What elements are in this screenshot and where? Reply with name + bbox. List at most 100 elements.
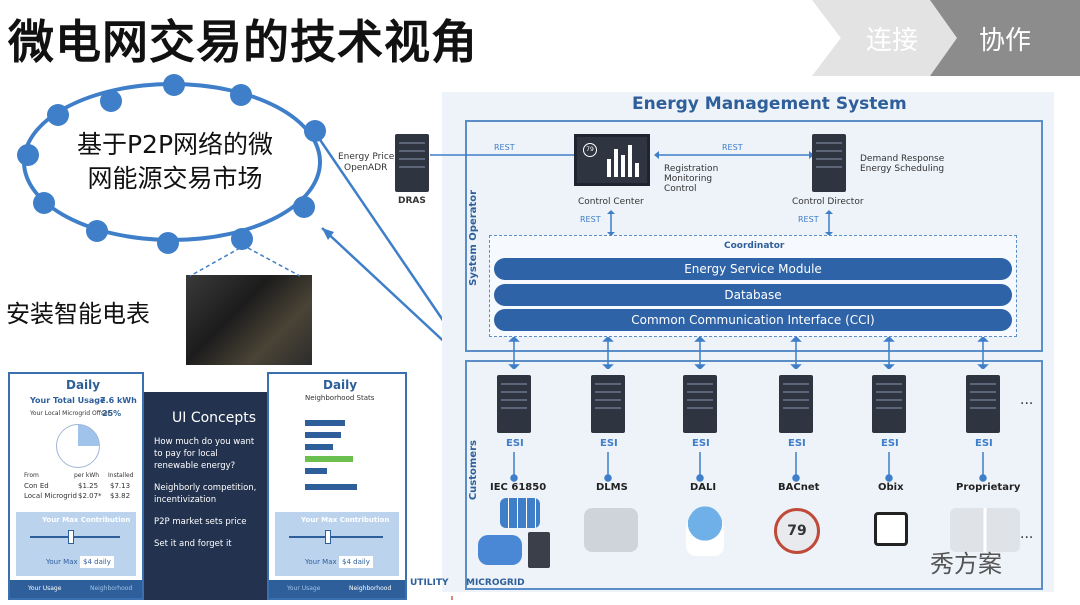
- panel-tabbar: Your Usage Neighborhood: [10, 580, 142, 598]
- esi-label: ESI: [506, 438, 524, 449]
- network-node: [157, 232, 179, 254]
- utility-label: UTILITY: [410, 578, 449, 588]
- network-node: [86, 220, 108, 242]
- ui-concepts-panel: [144, 392, 268, 600]
- network-node: [100, 90, 122, 112]
- esi-server-icon: [497, 375, 531, 433]
- p2p-label-line1: 基于P2P网络的微: [76, 130, 274, 159]
- esi-server-icon: [683, 375, 717, 433]
- control-director-server-icon: [812, 134, 846, 192]
- contribution-box: Your Max Contribution Your Max $4 daily: [275, 512, 399, 576]
- offset-pie-chart: [56, 424, 100, 468]
- panel-title: Daily: [323, 378, 358, 392]
- stat-bar: [305, 432, 341, 438]
- control-center-monitor-icon: 79: [574, 134, 650, 186]
- protocol-label: Obix: [878, 482, 904, 493]
- rest-label: REST: [580, 215, 601, 224]
- concept-line: Set it and forget it: [154, 539, 232, 549]
- contribution-slider[interactable]: [289, 536, 383, 538]
- protocol-label: DLMS: [596, 482, 628, 493]
- washer-dryer-icon: [950, 508, 1020, 552]
- concept-line: How much do you want to pay for local re…: [154, 437, 255, 471]
- stat-bar: [305, 444, 333, 450]
- tab-your-usage[interactable]: Your Usage: [28, 585, 62, 592]
- nav-step-collaborate[interactable]: 协作: [930, 0, 1080, 76]
- stat-bar: [305, 420, 345, 426]
- esi-label: ESI: [881, 438, 899, 449]
- protocol-label: BACnet: [778, 482, 820, 493]
- table-cell: $1.25: [78, 482, 99, 490]
- table-header: per kWh: [74, 472, 100, 479]
- page-title: 微电网交易的技术视角: [8, 15, 478, 69]
- p2p-market-label: 基于P2P网络的微 网能源交易市场: [55, 128, 295, 196]
- esi-label: ESI: [692, 438, 710, 449]
- control-center-note: Registration: [664, 164, 719, 174]
- dras-note: Energy Price: [338, 152, 395, 162]
- coordinator-label: Coordinator: [724, 241, 785, 251]
- panel-tabbar: Your Usage Neighborhood: [269, 580, 405, 598]
- rest-label: REST: [494, 143, 515, 152]
- control-center-note: Control: [664, 184, 697, 194]
- network-node: [47, 104, 69, 126]
- database-bar: Database: [494, 284, 1012, 306]
- esi-label: ESI: [600, 438, 618, 449]
- contribution-box: Your Max Contribution Your Max $4 daily: [16, 512, 136, 576]
- network-node: [17, 144, 39, 166]
- slider-handle[interactable]: [68, 530, 74, 544]
- network-node: [163, 74, 185, 96]
- stat-bar: [305, 484, 357, 490]
- battery-rack-icon: [528, 532, 550, 568]
- daily-usage-panel: Daily Your Total Usage 7.6 kWh Your Loca…: [8, 372, 144, 600]
- usage-label: Your Total Usage: [30, 396, 106, 405]
- panel-title: Daily: [66, 378, 101, 392]
- contribution-label: Your Max Contribution: [301, 516, 390, 524]
- system-operator-box: [465, 120, 1043, 352]
- rest-arrow: [825, 210, 833, 236]
- control-director-note: Demand Response: [860, 154, 945, 164]
- rest-arrow: [607, 210, 615, 236]
- contribution-slider[interactable]: [30, 536, 120, 538]
- esi-server-icon: [591, 375, 625, 433]
- rest-label: REST: [722, 143, 743, 152]
- solar-panel-icon: [500, 498, 540, 528]
- network-node: [231, 228, 253, 250]
- table-header: Installed: [108, 472, 134, 479]
- dashed-link: [189, 247, 241, 277]
- slider-handle[interactable]: [325, 530, 331, 544]
- usage-value: 7.6 kWh: [100, 396, 137, 405]
- protocol-label: Proprietary: [956, 482, 1021, 493]
- control-director-note: Energy Scheduling: [860, 164, 945, 174]
- control-center-label: Control Center: [578, 197, 644, 207]
- control-director-label: Control Director: [792, 197, 864, 207]
- stat-bar: [305, 468, 327, 474]
- esi-server-icon: [872, 375, 906, 433]
- tab-your-usage[interactable]: Your Usage: [287, 585, 321, 592]
- more-ellipsis: ...: [1020, 392, 1034, 408]
- smart-meter-label: 安装智能电表: [6, 300, 150, 328]
- concept-line: Neighborly competition, incentivization: [154, 483, 257, 505]
- power-outlet-icon: [874, 512, 908, 546]
- dras-server-icon: [395, 134, 429, 192]
- tab-neighborhood[interactable]: Neighborhood: [349, 585, 392, 592]
- cc-cd-link-arrow: [654, 151, 814, 159]
- panel-subtitle: Neighborhood Stats: [305, 394, 375, 402]
- cci-to-esi-arrows: [508, 337, 989, 369]
- esi-server-icon: [779, 375, 813, 433]
- contribution-label: Your Max Contribution: [42, 516, 131, 524]
- light-bulb-icon: [686, 506, 724, 556]
- table-cell: $3.82: [110, 492, 131, 500]
- stat-bar: [305, 456, 353, 462]
- esi-server-icon: [966, 375, 1000, 433]
- customers-label: Customers: [468, 440, 479, 501]
- concept-line: P2P market sets price: [154, 517, 247, 527]
- ems-title: Energy Management System: [632, 94, 907, 114]
- smart-meter-photo: [186, 275, 312, 365]
- customers-box: [465, 360, 1043, 590]
- tab-neighborhood[interactable]: Neighborhood: [90, 585, 133, 592]
- control-center-note: Monitoring: [664, 174, 713, 184]
- p2p-label-line2: 网能源交易市场: [87, 164, 263, 193]
- watermark-text: 秀方案: [930, 550, 1002, 578]
- smart-meter-icon: [584, 508, 638, 552]
- monitor-badge: 79: [583, 143, 597, 157]
- rest-label: REST: [798, 215, 819, 224]
